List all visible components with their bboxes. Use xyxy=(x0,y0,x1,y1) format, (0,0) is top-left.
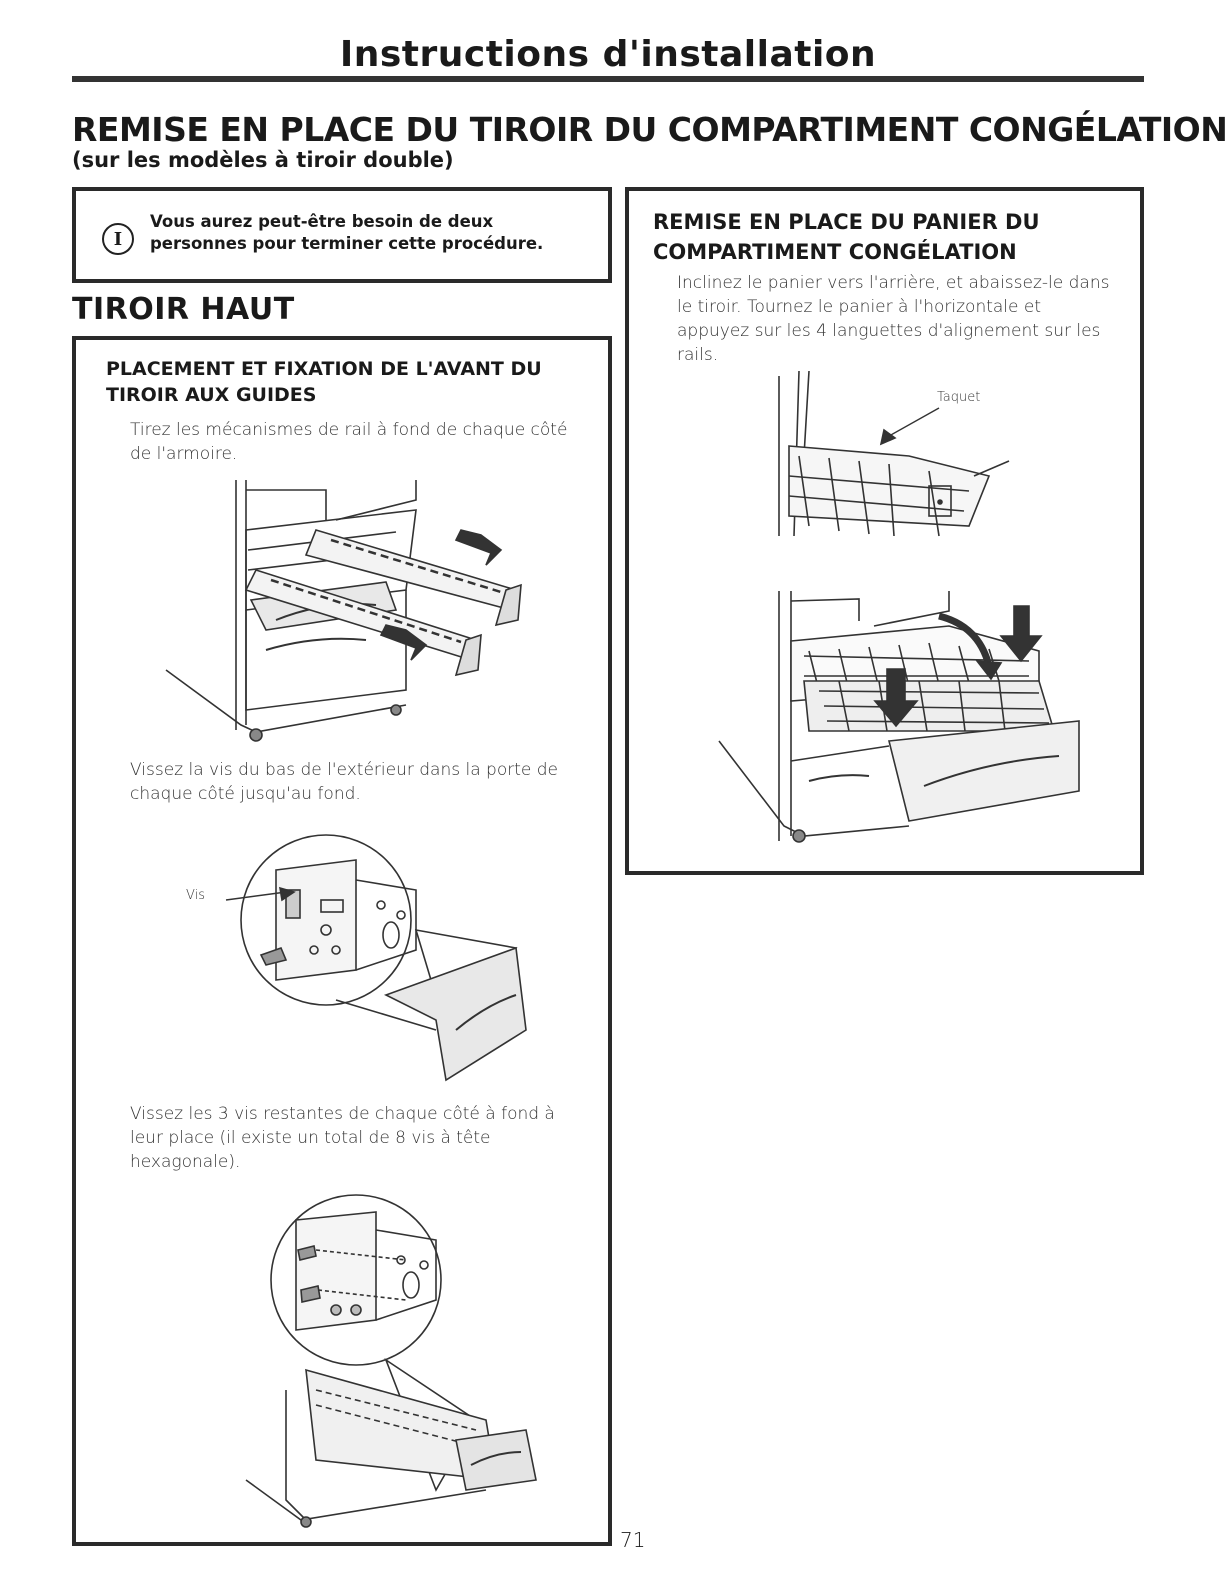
basket-text: Inclinez le panier vers l'arrière, et ab… xyxy=(677,273,1110,365)
step-title: PLACEMENT ET FIXATION DE L'AVANT DU TIRO… xyxy=(106,358,542,406)
screw-figure: Vis xyxy=(186,830,546,1100)
screw-label: Vis xyxy=(186,888,205,903)
basket-box: REMISE EN PLACE DU PANIER DU COMPARTIMEN… xyxy=(625,187,1144,875)
page-header: Instructions d'installation xyxy=(339,34,877,75)
notice-box: I Vous aurez peut-être besoin de deux pe… xyxy=(72,187,612,283)
tab-label: Taquet xyxy=(937,390,981,405)
remaining-screws-figure xyxy=(226,1190,546,1530)
step1-text: Tirez les mécanismes de rail à fond de c… xyxy=(130,420,568,464)
basket-drawer-figure xyxy=(709,581,1089,861)
step3-text: Vissez les 3 vis restantes de chaque côt… xyxy=(130,1104,555,1172)
step2-text: Vissez la vis du bas de l'extérieur dans… xyxy=(130,760,558,804)
basket-tab-figure: Taquet xyxy=(759,366,1019,556)
rails-pulled-figure xyxy=(156,470,536,750)
main-title: REMISE EN PLACE DU TIROIR DU COMPARTIMEN… xyxy=(72,110,1225,149)
header-rule xyxy=(72,76,1144,82)
info-icon: I xyxy=(102,223,134,255)
main-subtitle: (sur les modèles à tiroir double) xyxy=(72,148,454,172)
upper-drawer-title: TIROIR HAUT xyxy=(72,292,295,327)
basket-title: REMISE EN PLACE DU PANIER DU COMPARTIMEN… xyxy=(653,210,1040,264)
page-number: 71 xyxy=(620,1528,646,1552)
upper-drawer-box: PLACEMENT ET FIXATION DE L'AVANT DU TIRO… xyxy=(72,336,612,1546)
notice-text: Vous aurez peut-être besoin de deux pers… xyxy=(150,212,544,253)
